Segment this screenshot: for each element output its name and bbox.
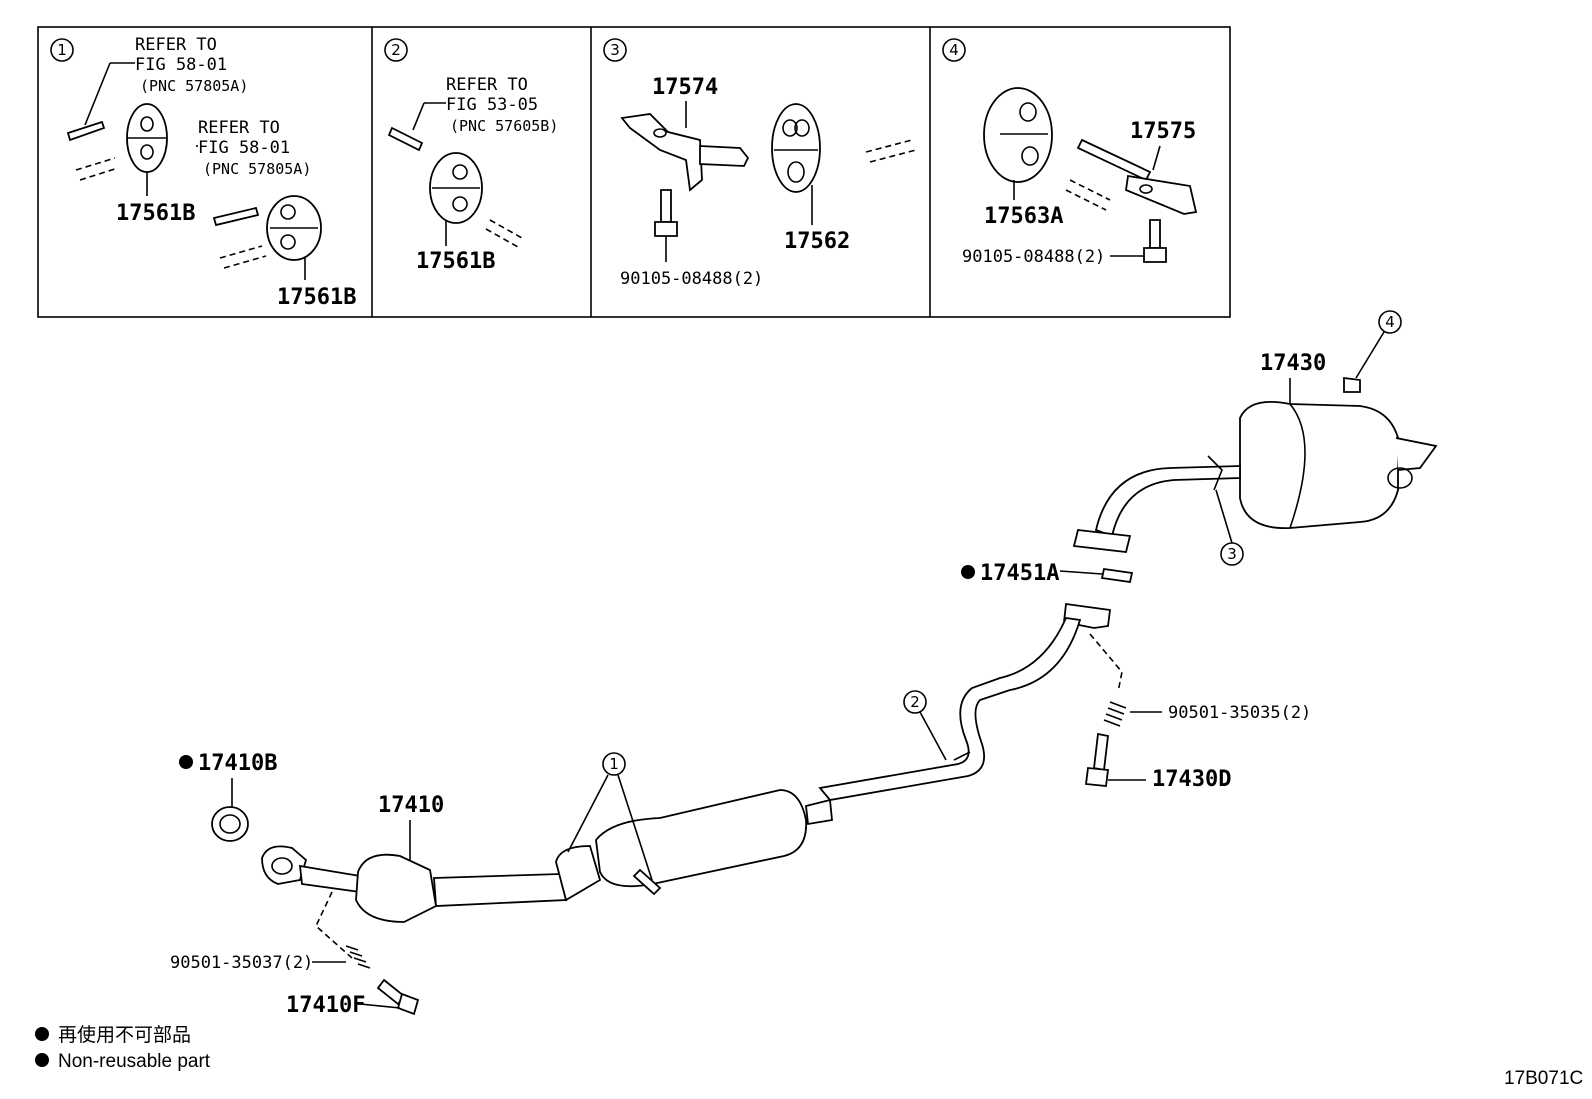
leader-line	[1215, 489, 1233, 544]
panel-2: 2 REFER TO FIG 53-05 (PNC 57605B) 17561B	[384, 38, 558, 274]
rubber-insulator	[126, 103, 168, 173]
part-label-17563a: 17563A	[984, 204, 1063, 229]
part-label-17575: 17575	[1130, 119, 1196, 144]
refer-text: REFER TO	[198, 118, 280, 138]
refer-pnc: (PNC 57605B)	[450, 117, 558, 135]
hanger-rod	[387, 126, 424, 152]
legend-en: Non-reusable part	[58, 1051, 211, 1072]
leader-line	[617, 774, 653, 881]
spring	[1103, 701, 1127, 727]
leader-line	[919, 711, 947, 761]
non-reusable-marker	[179, 755, 193, 769]
refer-fig: FIG 53-05	[446, 95, 538, 115]
part-label-17430d: 17430D	[1152, 767, 1231, 792]
bolt-axis	[315, 891, 353, 959]
leader-line	[1152, 145, 1161, 171]
refer-pnc: (PNC 57805A)	[203, 160, 311, 178]
refer-fig: FIG 58-01	[198, 138, 290, 158]
center-pipe	[818, 602, 1112, 801]
callout-circle	[903, 690, 927, 714]
callout-circle	[1378, 310, 1402, 334]
panel-1: 1 REFER TO FIG 58-01 (PNC 57805A) 17561B…	[50, 35, 356, 310]
bolt	[654, 189, 678, 237]
leader-line	[1059, 570, 1103, 575]
panel-4: 4 17563A 17575 90105-08488(2)	[942, 38, 1198, 267]
non-reusable-marker	[961, 565, 975, 579]
panel-number-circle	[603, 38, 627, 62]
part-label-17561b: 17561B	[416, 249, 495, 274]
legend-marker	[35, 1053, 49, 1067]
bolt-label: 90105-08488(2)	[620, 269, 763, 289]
panel-number: 4	[949, 41, 959, 59]
callout-number: 3	[1227, 545, 1237, 563]
hanger-rod	[212, 206, 260, 227]
spring	[345, 945, 371, 969]
callout-circle	[602, 752, 626, 776]
part-label-17430: 17430	[1260, 351, 1326, 376]
bolt	[376, 978, 420, 1016]
bolt	[1143, 219, 1167, 263]
hanger-rod-hidden	[865, 139, 917, 163]
part-label-17410: 17410	[378, 793, 444, 818]
hanger-rod-hidden	[485, 219, 523, 248]
rear-muffler	[1072, 376, 1438, 553]
callout-number: 1	[609, 755, 619, 773]
panel-number-circle	[50, 38, 74, 62]
hanger-bracket	[1076, 138, 1198, 215]
part-label-17562: 17562	[784, 229, 850, 254]
part-label-17574: 17574	[652, 75, 718, 100]
spring-label-front: 90501-35037(2)	[170, 953, 313, 973]
detail-frame	[37, 26, 1231, 318]
bolt-label: 90105-08488(2)	[962, 247, 1105, 267]
rubber-insulator	[266, 195, 322, 261]
hanger-rod-hidden	[219, 245, 267, 269]
gasket	[1100, 567, 1134, 584]
panel-number: 2	[391, 41, 401, 59]
legend: 再使用不可部品 Non-reusable part	[35, 1024, 211, 1072]
part-label-17410f: 17410F	[286, 993, 365, 1018]
refer-text: REFER TO	[446, 75, 528, 95]
refer-text: REFER TO	[135, 35, 217, 55]
hanger-rod-hidden	[1065, 179, 1111, 211]
figure-code: 17B071C	[1504, 1068, 1583, 1089]
part-label-17561b: 17561B	[277, 285, 356, 310]
bolt-axis	[1089, 633, 1123, 693]
legend-marker	[35, 1027, 49, 1041]
spring-label-rear: 90501-35035(2)	[1168, 703, 1311, 723]
hanger-bracket	[620, 113, 750, 192]
panel-3: 3 17574 90105-08488(2) 17562	[603, 38, 917, 289]
panel-number: 3	[610, 41, 620, 59]
rubber-insulator	[983, 87, 1053, 183]
rubber-insulator	[429, 152, 483, 224]
part-label-17410b: 17410B	[198, 751, 277, 776]
leader-line	[1355, 331, 1385, 379]
part-label-17451a: 17451A	[980, 561, 1059, 586]
front-pipe-converter	[261, 789, 833, 923]
hanger-rod-hidden	[75, 157, 119, 181]
legend-jp: 再使用不可部品	[58, 1024, 191, 1046]
bolt	[1084, 732, 1110, 787]
gasket	[211, 806, 249, 842]
callout-number: 4	[1385, 313, 1395, 331]
callout-number: 2	[910, 693, 920, 711]
hanger-rod	[66, 120, 106, 142]
panel-number-circle	[942, 38, 966, 62]
leader-line	[412, 102, 425, 131]
panel-number-circle	[384, 38, 408, 62]
refer-pnc: (PNC 57805A)	[140, 77, 248, 95]
detail-panels	[37, 26, 1231, 318]
leader-line	[84, 62, 111, 126]
panel-number: 1	[57, 41, 67, 59]
part-label-17561b: 17561B	[116, 201, 195, 226]
leader-line	[567, 774, 609, 853]
leader-line	[359, 1003, 401, 1009]
rubber-insulator	[771, 103, 821, 193]
refer-fig: FIG 58-01	[135, 55, 227, 75]
